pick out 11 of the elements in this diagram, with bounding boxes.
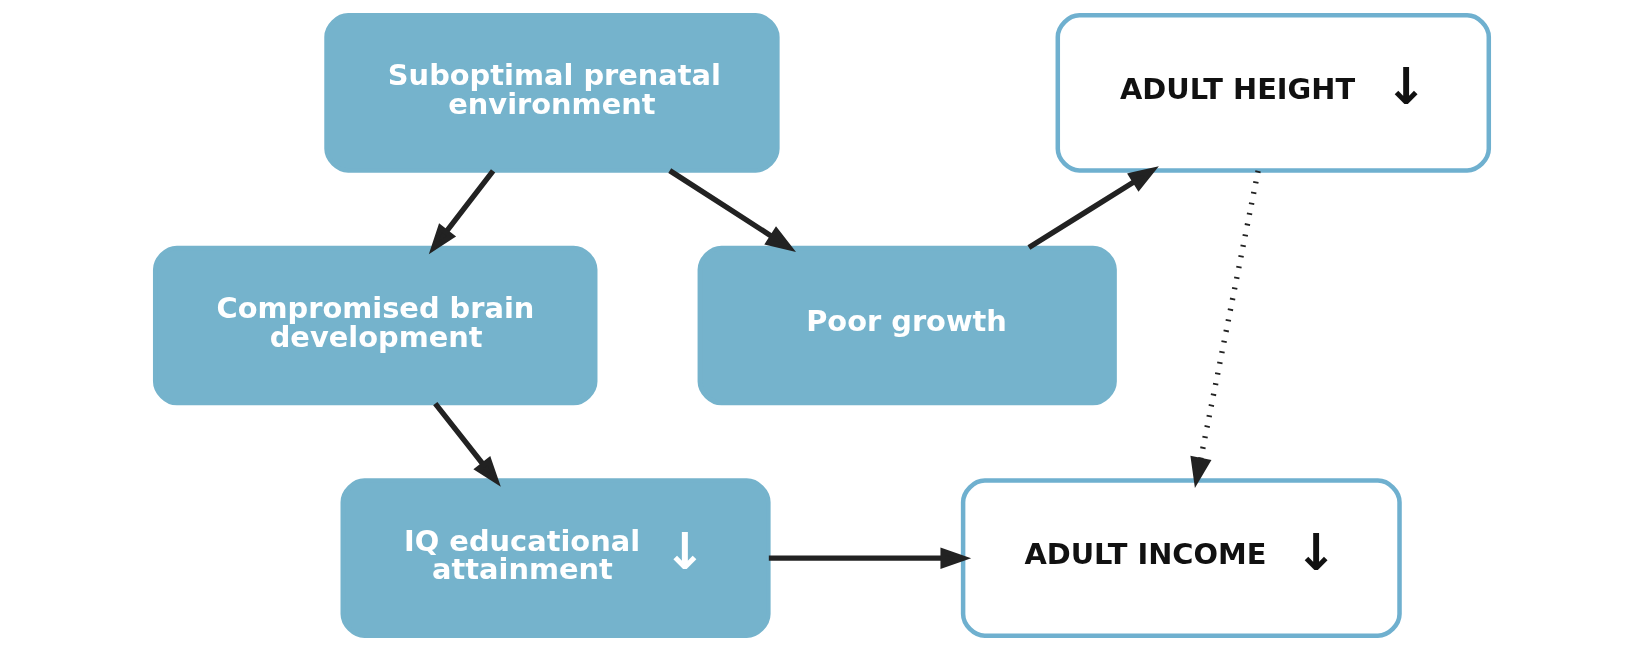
node-box: ADULT HEIGHT ↓ xyxy=(1055,13,1492,173)
arrow xyxy=(428,169,496,255)
arrow xyxy=(1190,170,1261,488)
arrow xyxy=(433,401,501,487)
arrow xyxy=(768,547,972,569)
node-box: Suboptimal prenatal environment xyxy=(324,13,780,173)
arrow xyxy=(1027,166,1159,250)
node-box: Compromised brain development xyxy=(152,245,598,406)
node-box: Poor growth xyxy=(697,245,1117,406)
node-box: ADULT INCOME ↓ xyxy=(960,478,1402,638)
arrow xyxy=(668,168,796,252)
